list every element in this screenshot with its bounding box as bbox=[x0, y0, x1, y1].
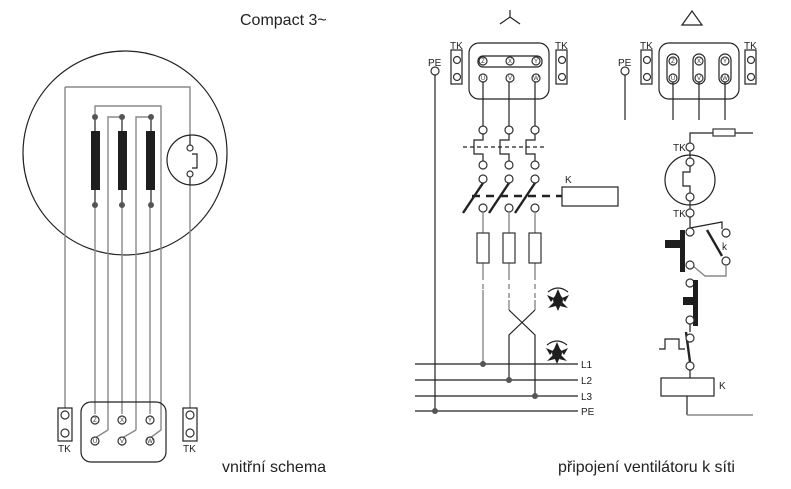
delta-icon bbox=[680, 9, 704, 26]
svg-text:X: X bbox=[508, 59, 512, 65]
svg-text:K: K bbox=[719, 381, 726, 392]
svg-text:Z: Z bbox=[481, 59, 485, 65]
svg-text:U: U bbox=[481, 76, 485, 82]
svg-text:W: W bbox=[722, 76, 728, 82]
svg-text:L1: L1 bbox=[581, 360, 593, 371]
winding-2 bbox=[118, 131, 127, 190]
contactor-coil bbox=[660, 377, 715, 397]
terminal-box bbox=[80, 401, 167, 463]
diagram-title: Compact 3~ bbox=[240, 12, 327, 29]
right-caption: připojení ventilátoru k síti bbox=[558, 459, 735, 476]
star-icon bbox=[499, 10, 521, 25]
svg-text:X: X bbox=[120, 418, 124, 424]
terminals: Z X Y U V W bbox=[90, 415, 155, 446]
svg-text:X: X bbox=[697, 59, 701, 65]
control-fuse bbox=[712, 128, 736, 137]
start-button bbox=[683, 280, 698, 326]
svg-text:k: k bbox=[722, 242, 728, 253]
internal-schema: Z X Y U V W TK TK bbox=[22, 50, 228, 463]
svg-text:TK: TK bbox=[640, 41, 653, 52]
control-circuit: Z X Y U V W TK TK PE TK TK k bbox=[618, 9, 757, 416]
power-circuit: Z X Y U V W TK TK PE K bbox=[415, 10, 619, 418]
motor-outline bbox=[22, 50, 228, 256]
svg-text:TK: TK bbox=[58, 444, 71, 455]
rotation-direction-icons bbox=[546, 287, 569, 364]
svg-text:Y: Y bbox=[148, 418, 152, 424]
svg-text:V: V bbox=[120, 439, 124, 445]
svg-text:TK: TK bbox=[673, 143, 686, 154]
winding-3 bbox=[146, 131, 155, 190]
svg-text:Y: Y bbox=[534, 59, 538, 65]
svg-text:K: K bbox=[565, 175, 572, 186]
svg-text:PE: PE bbox=[618, 58, 632, 69]
tk-terminal-right bbox=[182, 407, 198, 442]
fuses bbox=[476, 212, 542, 310]
supply-bus: L1 L2 L3 PE bbox=[415, 360, 595, 418]
svg-text:Z: Z bbox=[671, 59, 675, 65]
svg-text:Z: Z bbox=[93, 418, 97, 424]
breaker-and-contactor: K bbox=[462, 82, 619, 214]
svg-text:W: W bbox=[147, 439, 153, 445]
svg-text:Y: Y bbox=[723, 59, 727, 65]
winding-1 bbox=[91, 131, 100, 190]
svg-text:W: W bbox=[533, 76, 539, 82]
svg-text:L2: L2 bbox=[581, 376, 593, 387]
svg-text:TK: TK bbox=[744, 41, 757, 52]
svg-text:PE: PE bbox=[428, 58, 442, 69]
contactor-coil-box bbox=[561, 186, 619, 207]
svg-text:L3: L3 bbox=[581, 392, 593, 403]
svg-text:V: V bbox=[697, 76, 701, 82]
svg-text:U: U bbox=[671, 76, 675, 82]
svg-text:TK: TK bbox=[450, 41, 463, 52]
left-caption: vnitřní schema bbox=[222, 459, 326, 476]
svg-text:PE: PE bbox=[581, 407, 595, 418]
svg-text:U: U bbox=[93, 439, 97, 445]
thermal-contact bbox=[166, 134, 218, 186]
svg-text:V: V bbox=[508, 76, 512, 82]
tk-terminal-left bbox=[57, 407, 73, 442]
svg-text:TK: TK bbox=[555, 41, 568, 52]
svg-text:TK: TK bbox=[183, 444, 196, 455]
stop-button bbox=[665, 230, 685, 272]
svg-text:TK: TK bbox=[673, 209, 686, 220]
